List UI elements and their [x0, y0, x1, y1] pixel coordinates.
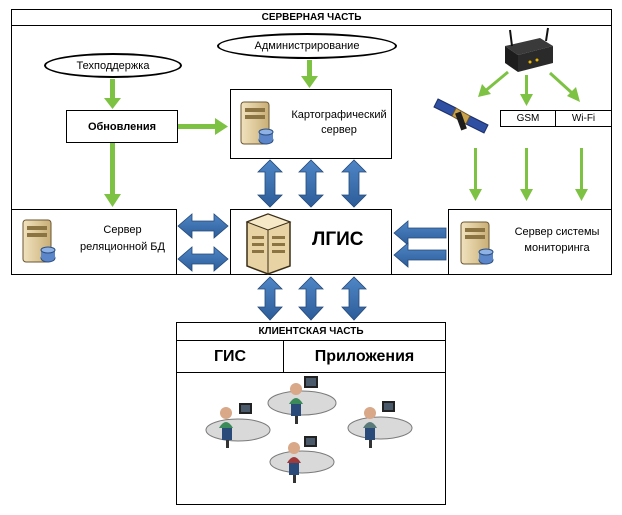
server-icon-map: [240, 101, 274, 145]
tech-support-ellipse: Техподдержка: [44, 53, 182, 78]
arrow-router-to-gsm: [520, 75, 533, 106]
applications-label: Приложения: [314, 347, 415, 365]
workstation-icon-1: [205, 403, 271, 448]
gis-label: ГИС: [213, 347, 247, 365]
administration-ellipse: Администрирование: [217, 33, 397, 59]
arrow-router-to-wifi: [548, 71, 580, 102]
arrows-db-server-lgis: [177, 213, 229, 272]
monitoring-server-label: Сервер системы мониторинга: [514, 226, 600, 254]
router-icon: [505, 27, 553, 72]
server-icon-monitoring: [460, 221, 494, 265]
arrow-router-to-satellite: [478, 70, 509, 97]
arrow-admin-to-map-server: [301, 60, 318, 88]
workstation-icon-4: [269, 436, 335, 483]
server-section-title-bar: СЕРВЕРНАЯ ЧАСТЬ: [11, 9, 612, 26]
arrow-wifi-to-monitoring: [575, 148, 588, 201]
applications-cell: Приложения: [283, 340, 446, 373]
arrow-updates-to-map-server: [178, 118, 228, 135]
gsm-label: GSM: [516, 113, 540, 124]
arrows-map-server-lgis: [257, 159, 367, 208]
map-server-label: Картографический сервер: [291, 109, 387, 136]
administration-label: Администрирование: [254, 40, 360, 52]
updates-label: Обновления: [87, 120, 157, 133]
workstation-icon-2: [267, 376, 337, 424]
arrow-satellite-to-monitoring: [469, 148, 482, 201]
workstation-icon-3: [347, 401, 413, 448]
arrows-monitoring-to-lgis: [393, 220, 447, 268]
updates-box: Обновления: [66, 110, 178, 143]
arrow-gsm-to-monitoring: [520, 148, 533, 201]
arrow-support-to-updates: [104, 79, 121, 109]
satellite-icon: [433, 98, 489, 134]
arrows-lgis-client: [257, 276, 367, 321]
db-server-label: Сервер реляционной БД: [80, 224, 165, 253]
server-section-title: СЕРВЕРНАЯ ЧАСТЬ: [261, 12, 362, 23]
wifi-box: Wi-Fi: [555, 110, 612, 127]
server-cabinet-icon-lgis: [245, 213, 292, 275]
gsm-box: GSM: [500, 110, 556, 127]
wifi-label: Wi-Fi: [571, 113, 596, 124]
client-section-title: КЛИЕНТСКАЯ ЧАСТЬ: [258, 326, 364, 337]
tech-support-label: Техподдержка: [76, 59, 150, 72]
gis-cell: ГИС: [176, 340, 284, 373]
lgis-label: ЛГИС: [312, 229, 364, 250]
arrow-updates-to-db-server: [104, 143, 121, 207]
server-icon-db: [22, 219, 56, 263]
